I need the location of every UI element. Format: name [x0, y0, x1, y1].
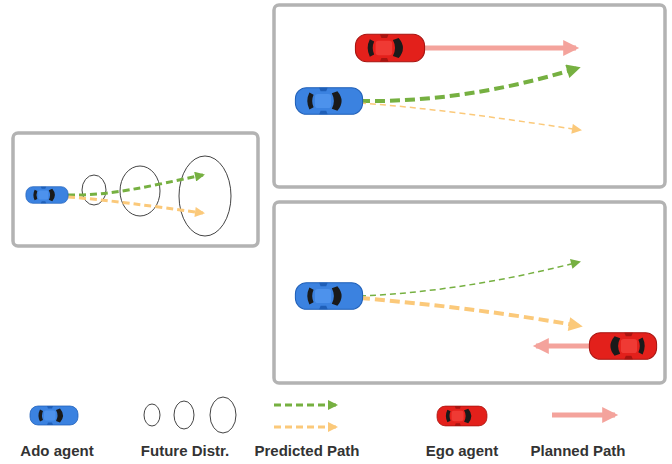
legend-label: Planned Path — [530, 442, 625, 459]
legend-label: Ado agent — [20, 442, 93, 459]
legend-label: Predicted Path — [254, 442, 359, 459]
legend-label: Ego agent — [426, 442, 499, 459]
legend-label: Future Distr. — [141, 442, 229, 459]
